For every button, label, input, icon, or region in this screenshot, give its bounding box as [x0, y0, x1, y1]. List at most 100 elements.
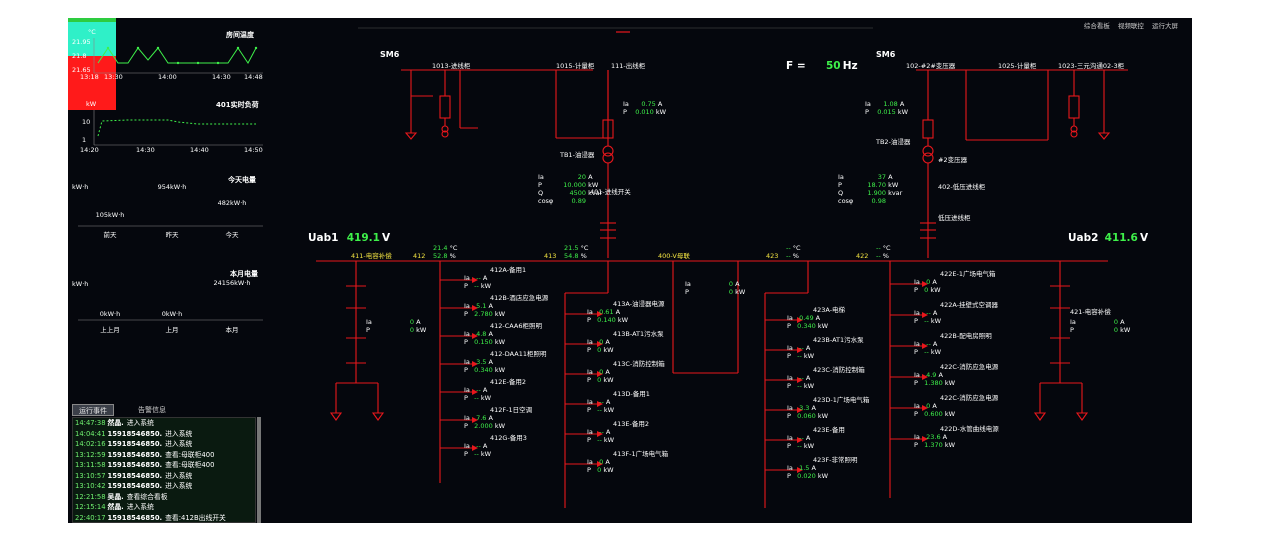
feeder-1023[interactable]: 1023-三元沟通02-3柜 [1058, 62, 1125, 70]
scada-screen: 综合看板 视频联控 运行大屏 房间温度 °C 21.95 21.8 21.65 … [68, 18, 1192, 523]
feeder-name[interactable]: 422C-消防应急电源 [940, 394, 999, 402]
tab-run-events[interactable]: 运行事件 [72, 404, 114, 416]
load-401-ytick: 10 [82, 118, 91, 126]
room-temp-xtick: 14:30 [212, 73, 231, 81]
feeder-name[interactable]: 413A-油浸器电源 [613, 300, 665, 308]
feeder-name[interactable]: 422A-挂壁式空调器 [940, 301, 999, 309]
room-temp-xtick: 14:00 [158, 73, 177, 81]
feeder-ia: Ia -- A [464, 442, 488, 450]
f111-ia: Ia 0.75 A [623, 100, 663, 108]
feeder-name[interactable]: 412-CAA6柜照明 [490, 322, 542, 330]
room-temp-unit: °C [88, 28, 96, 36]
link-dashboard[interactable]: 综合看板 [1083, 22, 1110, 30]
feeder-name[interactable]: 423B-AT1污水泵 [813, 336, 864, 344]
feeder-name[interactable]: 413E-备用2 [613, 420, 649, 428]
feeder-arrow [565, 461, 603, 467]
feeder-p: P -- kW [787, 352, 815, 360]
feeder-name[interactable]: 413B-AT1污水泵 [613, 330, 664, 338]
c402-label[interactable]: 402-低压进线柜 [938, 183, 986, 191]
link-video[interactable]: 视频联控 [1117, 22, 1144, 30]
cap421-label[interactable]: 421-电容补偿 [1070, 308, 1111, 316]
feeder-name[interactable]: 422E-1广场电气箱 [940, 270, 996, 278]
feeder-name[interactable]: 412-DAA11柜照明 [490, 350, 547, 358]
today-bar-label: 954kW·h [157, 183, 187, 191]
link-bigscreen[interactable]: 运行大屏 [1152, 22, 1178, 30]
tab-alarm-info[interactable]: 告警信息 [138, 406, 166, 414]
feeder-1013[interactable]: 1013-进线柜 [432, 62, 471, 70]
feeder-name[interactable]: 423A-电梯 [813, 306, 846, 314]
feeder-arrow [440, 417, 478, 423]
feeder-p: P -- kW [587, 406, 615, 414]
feeder-ia: Ia 3.3 A [787, 404, 816, 412]
feeder-102[interactable]: 102-#2#变压器 [906, 62, 956, 70]
env-temp: -- °C [786, 244, 801, 252]
c402b-label: 低压进线柜 [938, 214, 971, 222]
feeder-ia: Ia 0.49 A [787, 314, 821, 322]
feeder-arrow [440, 333, 478, 339]
feeder-name[interactable]: 412A-备用1 [490, 266, 527, 274]
feeder-name[interactable]: 413D-备用1 [613, 390, 650, 398]
feeder-arrow [765, 407, 803, 413]
feeder-name[interactable]: 412E-备用2 [490, 378, 526, 386]
c401-label[interactable]: 401-进线开关 [590, 188, 631, 196]
feeder-name[interactable]: 423F-非常照明 [813, 456, 858, 464]
feeder-p: P 0 kW [587, 346, 614, 354]
feeder-ia: Ia -- A [787, 434, 811, 442]
month-energy-title: 本月电量 [230, 270, 258, 278]
feeder-name[interactable]: 422D-水管曲线电源 [940, 425, 999, 433]
sm6-left-label: SM6 [380, 50, 400, 59]
feeder-ia: Ia -- A [464, 274, 488, 282]
feeder-name[interactable]: 423C-消防控制箱 [813, 366, 865, 374]
feeder-name[interactable]: 423E-备用 [813, 426, 845, 434]
feeder-arrow [565, 311, 603, 317]
feeder-p: P 0.060 kW [787, 412, 829, 420]
feeder-name[interactable]: 412F-1日空调 [490, 406, 533, 414]
feeder-name[interactable]: 422B-配电房照明 [940, 332, 992, 340]
freq-label: F = [786, 60, 806, 72]
feeder-p: P 2.780 kW [464, 310, 506, 318]
feeder-name[interactable]: 422C-消防应急电源 [940, 363, 999, 371]
feeder-ia: Ia -- A [914, 309, 938, 317]
event-scrollbar[interactable] [257, 417, 261, 523]
tie400-label[interactable]: 400-V母联 [658, 252, 690, 260]
feeder-name[interactable]: 423D-1广场电气箱 [813, 396, 870, 404]
single-line-diagram [78, 27, 1128, 508]
feeder-name[interactable]: 412G-备用3 [490, 434, 527, 442]
feeder-name[interactable]: 413F-1广场电气箱 [613, 450, 669, 458]
feeder-p: P 0.340 kW [787, 322, 829, 330]
feeder-p: P 0 kW [914, 286, 941, 294]
feeder-1015[interactable]: 1015-计量柜 [556, 62, 595, 70]
feeder-name[interactable]: 413C-消防控制箱 [613, 360, 665, 368]
feeder-arrow [890, 281, 928, 287]
feeder-1025[interactable]: 1025-计量柜 [998, 62, 1037, 70]
feeder-arrow [565, 401, 603, 407]
month-bar-0 [68, 72, 116, 75]
feeder-111[interactable]: 111-出线柜 [611, 62, 646, 70]
feeder-name[interactable]: 412B-酒店应急电源 [490, 294, 549, 302]
feeder-p: P 0.020 kW [787, 472, 829, 480]
feeder-ia: Ia 0 A [587, 338, 610, 346]
feeder-arrow [440, 361, 478, 367]
cap411-label[interactable]: 411-电容补偿 [351, 252, 392, 260]
env-id: 413 [544, 252, 557, 260]
feeder-arrow [765, 317, 803, 323]
freq-value: 50 Hz [826, 60, 858, 72]
uab1: Uab1 419.1 V [308, 232, 391, 244]
feeder-ia: Ia 0 A [914, 278, 937, 286]
